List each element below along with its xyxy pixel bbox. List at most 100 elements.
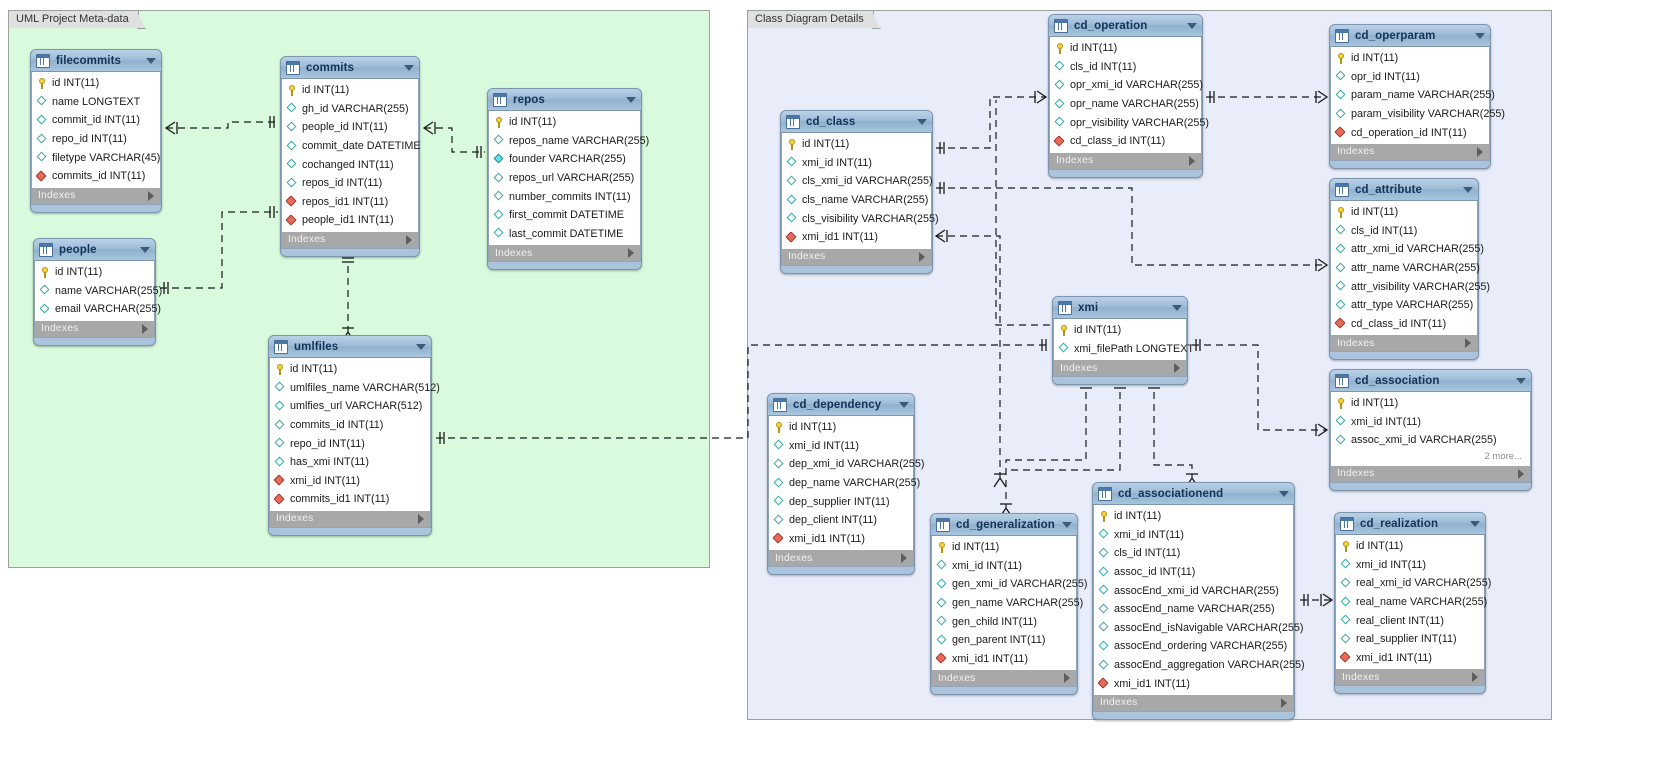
indexes-section-cd-association[interactable]: Indexes: [1330, 465, 1531, 483]
table-column[interactable]: gen_xmi_id VARCHAR(255): [932, 575, 1087, 594]
table-column[interactable]: xmi_id INT(11): [782, 154, 931, 173]
table-column[interactable]: id INT(11): [1050, 39, 1201, 58]
table-column[interactable]: id INT(11): [1331, 203, 1477, 222]
table-column[interactable]: commits_id INT(11): [270, 416, 430, 435]
indexes-section-cd-class[interactable]: Indexes: [781, 248, 932, 266]
table-column[interactable]: attr_type VARCHAR(255): [1331, 296, 1477, 315]
indexes-section-cd-operparam[interactable]: Indexes: [1330, 143, 1490, 161]
table-column[interactable]: attr_xmi_id VARCHAR(255): [1331, 240, 1484, 259]
table-column[interactable]: xmi_filePath LONGTEXT: [1054, 340, 1194, 359]
table-header-repos[interactable]: repos: [488, 89, 641, 111]
table-column[interactable]: real_name VARCHAR(255): [1336, 593, 1487, 612]
table-header-cd-operation[interactable]: cd_operation: [1049, 15, 1202, 37]
chevron-right-icon[interactable]: [148, 190, 154, 201]
table-column[interactable]: repos_id1 INT(11): [282, 193, 418, 212]
table-column[interactable]: people_id INT(11): [282, 118, 418, 137]
chevron-right-icon[interactable]: [1465, 338, 1471, 349]
chevron-right-icon[interactable]: [406, 234, 412, 245]
chevron-down-icon[interactable]: [146, 57, 156, 64]
table-column[interactable]: id INT(11): [1094, 507, 1293, 526]
table-column[interactable]: xmi_id INT(11): [270, 472, 430, 491]
chevron-right-icon[interactable]: [142, 323, 148, 334]
table-header-commits[interactable]: commits: [281, 57, 419, 79]
table-header-cd-generalization[interactable]: cd_generalization: [931, 514, 1077, 536]
table-column[interactable]: id INT(11): [282, 81, 418, 100]
table-column[interactable]: opr_id INT(11): [1331, 68, 1489, 87]
table-column[interactable]: dep_name VARCHAR(255): [769, 474, 920, 493]
table-column[interactable]: param_name VARCHAR(255): [1331, 86, 1495, 105]
table-column[interactable]: id INT(11): [1054, 321, 1186, 340]
chevron-right-icon[interactable]: [628, 248, 634, 259]
table-column[interactable]: attr_name VARCHAR(255): [1331, 259, 1480, 278]
chevron-down-icon[interactable]: [917, 118, 927, 125]
table-column[interactable]: id INT(11): [35, 263, 154, 282]
chevron-right-icon[interactable]: [919, 251, 925, 262]
table-column[interactable]: id INT(11): [32, 74, 160, 93]
table-column[interactable]: repos_name VARCHAR(255): [489, 132, 649, 151]
table-column[interactable]: commit_date DATETIME: [282, 137, 421, 156]
table-column[interactable]: xmi_id INT(11): [1336, 556, 1484, 575]
table-column[interactable]: commit_id INT(11): [32, 111, 160, 130]
chevron-right-icon[interactable]: [1477, 146, 1483, 157]
table-column[interactable]: real_client INT(11): [1336, 611, 1484, 630]
chevron-down-icon[interactable]: [626, 96, 636, 103]
chevron-down-icon[interactable]: [1475, 32, 1485, 39]
table-column[interactable]: dep_client INT(11): [769, 511, 913, 530]
chevron-down-icon[interactable]: [1279, 490, 1289, 497]
table-column[interactable]: id INT(11): [769, 418, 913, 437]
chevron-right-icon[interactable]: [1281, 697, 1287, 708]
table-column[interactable]: has_xmi INT(11): [270, 453, 430, 472]
table-header-cd-dependency[interactable]: cd_dependency: [768, 394, 914, 416]
table-column[interactable]: first_commit DATETIME: [489, 206, 640, 225]
table-column[interactable]: assocEnd_xmi_id VARCHAR(255): [1094, 581, 1293, 600]
table-column[interactable]: id INT(11): [1336, 537, 1484, 556]
table-column[interactable]: xmi_id1 INT(11): [769, 530, 913, 549]
table-column[interactable]: id INT(11): [270, 360, 430, 379]
table-column[interactable]: param_visibility VARCHAR(255): [1331, 105, 1505, 124]
table-column[interactable]: assocEnd_isNavigable VARCHAR(255): [1094, 619, 1303, 638]
table-column[interactable]: id INT(11): [1331, 49, 1489, 68]
table-header-cd-association[interactable]: cd_association: [1330, 370, 1531, 392]
table-column[interactable]: assoc_xmi_id VARCHAR(255): [1331, 431, 1530, 450]
table-header-xmi[interactable]: xmi: [1053, 297, 1187, 319]
table-column[interactable]: commits_id INT(11): [32, 167, 160, 186]
chevron-right-icon[interactable]: [1174, 363, 1180, 374]
table-column[interactable]: cls_xmi_id VARCHAR(255): [782, 172, 933, 191]
table-column[interactable]: cls_name VARCHAR(255): [782, 191, 931, 210]
indexes-section-cd-operation[interactable]: Indexes: [1049, 152, 1202, 170]
table-column[interactable]: assoc_id INT(11): [1094, 563, 1293, 582]
table-column[interactable]: attr_visibility VARCHAR(255): [1331, 277, 1490, 296]
table-column[interactable]: founder VARCHAR(255): [489, 150, 640, 169]
table-column[interactable]: opr_visibility VARCHAR(255): [1050, 113, 1209, 132]
table-column[interactable]: xmi_id1 INT(11): [932, 650, 1076, 669]
table-column[interactable]: umlfies_url VARCHAR(512): [270, 397, 430, 416]
table-column[interactable]: cls_visibility VARCHAR(255): [782, 209, 939, 228]
table-header-cd-associationend[interactable]: cd_associationend: [1093, 483, 1294, 505]
table-header-umlfiles[interactable]: umlfiles: [269, 336, 431, 358]
table-column[interactable]: opr_xmi_id VARCHAR(255): [1050, 76, 1203, 95]
table-column[interactable]: people_id1 INT(11): [282, 211, 418, 230]
table-column[interactable]: gen_name VARCHAR(255): [932, 594, 1083, 613]
table-column[interactable]: commits_id1 INT(11): [270, 490, 430, 509]
table-column[interactable]: id INT(11): [1331, 394, 1530, 413]
table-column[interactable]: cd_class_id INT(11): [1050, 132, 1201, 151]
table-column[interactable]: cd_class_id INT(11): [1331, 315, 1477, 334]
indexes-section-umlfiles[interactable]: Indexes: [269, 510, 431, 528]
indexes-section-cd-dependency[interactable]: Indexes: [768, 550, 914, 568]
table-column[interactable]: gen_child INT(11): [932, 612, 1076, 631]
table-column[interactable]: repos_id INT(11): [282, 174, 418, 193]
indexes-section-xmi[interactable]: Indexes: [1053, 360, 1187, 378]
chevron-down-icon[interactable]: [416, 343, 426, 350]
chevron-right-icon[interactable]: [418, 513, 424, 524]
chevron-down-icon[interactable]: [1470, 520, 1480, 527]
indexes-section-cd-realization[interactable]: Indexes: [1335, 669, 1485, 687]
table-column[interactable]: dep_xmi_id VARCHAR(255): [769, 455, 924, 474]
